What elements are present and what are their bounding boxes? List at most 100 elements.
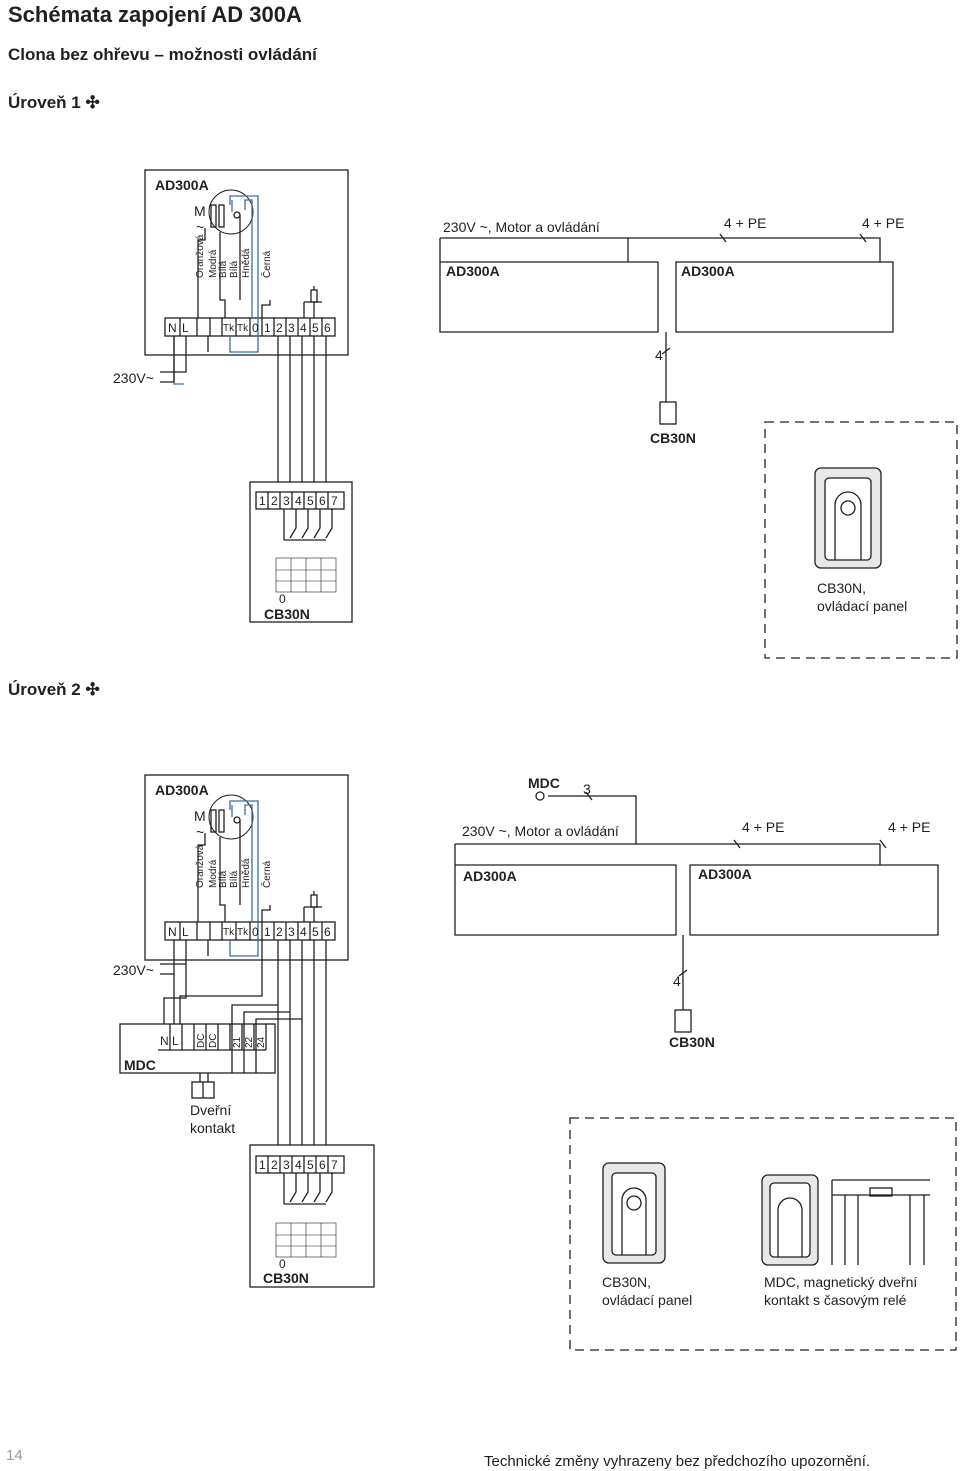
level1-term-1: 1 [264, 321, 271, 335]
l2-ctrl-t1: 1 [259, 1158, 266, 1172]
level2-wire-4: Hnědá [241, 858, 252, 888]
level2-wire-0: Oranžová [195, 844, 206, 888]
l1-ctrl-t3: 3 [283, 494, 290, 508]
level1-term-n: N [168, 321, 177, 335]
level1-term-0: 0 [252, 321, 259, 335]
level1-supply-label: 230V ~, Motor a ovládání [443, 219, 600, 235]
l1-ctrl-t2: 2 [271, 494, 278, 508]
l2-ctrl-t4: 4 [295, 1158, 302, 1172]
level2-unit-box [144, 774, 349, 961]
door-contact-2: kontakt [190, 1120, 235, 1136]
fan-icon: ✣ [85, 93, 100, 112]
l2-ctrl-name: CB30N [263, 1270, 309, 1286]
level2-term-1: 1 [264, 925, 271, 939]
page-number: 14 [6, 1447, 23, 1464]
level1-box2: AD300A [681, 263, 735, 279]
cb30n-panel-photo [814, 467, 882, 569]
level2-box2: AD300A [698, 866, 752, 882]
level2-caption-b1: MDC, magnetický dveřní [764, 1274, 917, 1290]
level1-term-6: 6 [324, 321, 331, 335]
level2-term-tk2: Tk [237, 927, 249, 938]
level1-wire-4: Hnědá [241, 248, 252, 278]
level1-motor-tilde: ~ [196, 219, 204, 235]
l2-ctrl-t5: 5 [307, 1158, 314, 1172]
level2-schematic-controller: CB30N [669, 1034, 715, 1050]
level2-caption-b2: kontakt s časovým relé [764, 1292, 907, 1308]
level2-blue-wires [229, 800, 259, 957]
level1-cable: 4 [655, 347, 663, 363]
level2-wire-1: Modrá [208, 859, 219, 888]
level1-schematic-controller: CB30N [650, 430, 696, 446]
level2-term-l: L [182, 925, 189, 939]
mdc-term-dc1: DC [196, 1034, 207, 1048]
level2-supply-label: 230V ~, Motor a ovládání [462, 823, 619, 839]
level1-term-4: 4 [300, 321, 307, 335]
level2-caption-a2: ovládací panel [602, 1292, 692, 1308]
level2-term-0: 0 [252, 925, 259, 939]
level2-schematic [454, 791, 939, 1033]
level2-supply: 230V~ [113, 962, 154, 978]
cb30n-panel-photo-2 [602, 1162, 666, 1264]
mdc-term-l: L [172, 1034, 179, 1048]
level1-wire-1: Modrá [208, 249, 219, 278]
level1-term-5: 5 [312, 321, 319, 335]
level2-wire-3: Bílá [229, 870, 240, 888]
l1-ctrl-t6: 6 [319, 494, 326, 508]
level1-term-tk1: Tk [223, 323, 235, 334]
level2-photo-frame [569, 1117, 957, 1351]
level1-heading: Úroveň 1 ✣ [8, 93, 100, 112]
level1-term-l: L [182, 321, 189, 335]
l1-ctrl-name: CB30N [264, 606, 310, 622]
level2-mdc-cable: 3 [583, 781, 591, 797]
fan-icon: ✣ [85, 680, 100, 699]
l1-ctrl-t4: 4 [295, 494, 302, 508]
mdc-term-21: 21 [232, 1036, 243, 1048]
level2-motor-symbol: M [194, 808, 206, 824]
l2-ctrl-t6: 6 [319, 1158, 326, 1172]
level2-wire-2: Bílá [218, 870, 229, 888]
mdc-box [119, 1023, 276, 1099]
mdc-term-22: 22 [244, 1036, 255, 1048]
mdc-name: MDC [124, 1057, 156, 1073]
level2-term-2: 2 [276, 925, 283, 939]
page-subtitle: Clona bez ohřevu – možnosti ovládání [8, 45, 317, 64]
level1-wire-3: Bílá [229, 260, 240, 278]
level2-mdc-label: MDC [528, 775, 560, 791]
level2-term-6: 6 [324, 925, 331, 939]
level2-heading: Úroveň 2 ✣ [8, 680, 100, 699]
level1-conn1: 4 + PE [724, 215, 766, 231]
level1-wire-0: Oranžová [195, 234, 206, 278]
l2-ctrl-t7: 7 [331, 1158, 338, 1172]
level1-unit-title: AD300A [155, 177, 209, 193]
footer-note: Technické změny vyhrazeny bez předchozíh… [484, 1453, 870, 1470]
level2-term-4: 4 [300, 925, 307, 939]
door-contact-1: Dveřní [190, 1102, 231, 1118]
level2-cb30n-box [249, 1144, 375, 1288]
mdc-term-dc2: DC [208, 1034, 219, 1048]
door-contact-photo [831, 1179, 930, 1265]
l2-ctrl-t3: 3 [283, 1158, 290, 1172]
level1-box1: AD300A [446, 263, 500, 279]
level1-wire-2: Bílá [218, 260, 229, 278]
level2-unit-title: AD300A [155, 782, 209, 798]
l2-ctrl-t2: 2 [271, 1158, 278, 1172]
level1-wire-5: Černá [260, 250, 273, 278]
level1-caption-1: CB30N, [817, 580, 866, 596]
level1-term-2: 2 [276, 321, 283, 335]
level1-schematic [439, 233, 894, 425]
mdc-photo [761, 1174, 819, 1266]
level1-conn2: 4 + PE [862, 215, 904, 231]
level1-cb30n-box [249, 481, 353, 623]
level1-motor-symbol: M [194, 203, 206, 219]
level1-supply: 230V~ [113, 370, 154, 386]
level1-term-tk2: Tk [237, 323, 249, 334]
level2-wire-5: Černá [260, 860, 273, 888]
level1-caption-2: ovládací panel [817, 598, 907, 614]
level1-photo-frame [764, 421, 958, 659]
mdc-term-n: N [160, 1034, 169, 1048]
level2-caption-a1: CB30N, [602, 1274, 651, 1290]
mdc-term-24: 24 [256, 1036, 267, 1048]
page-title: Schémata zapojení AD 300A [8, 2, 302, 27]
l1-ctrl-t1: 1 [259, 494, 266, 508]
